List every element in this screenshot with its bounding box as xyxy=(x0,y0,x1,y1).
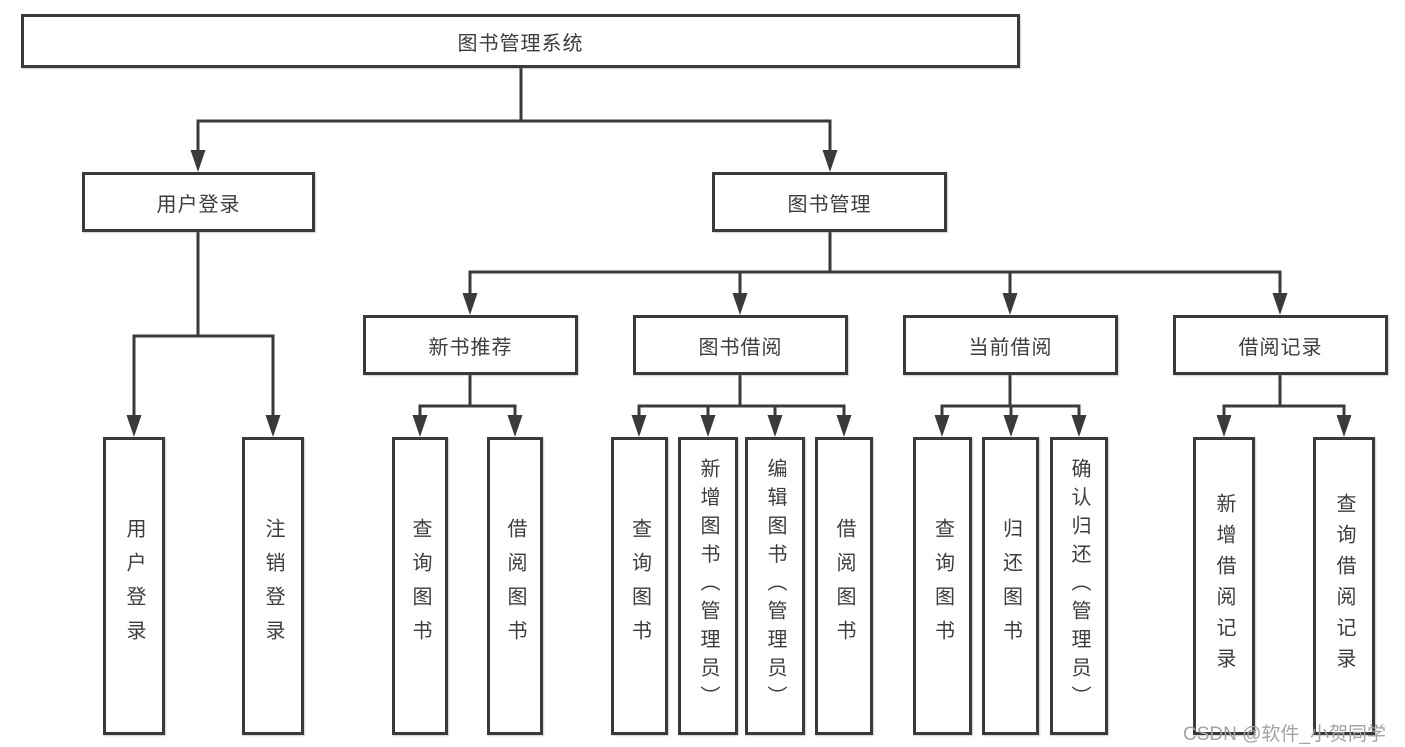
arrowheads xyxy=(126,150,1352,437)
leaf-borrow-query-books: 查询图书 xyxy=(611,437,668,735)
leaf-borrow-add-books-admin: 新增图书（管理员） xyxy=(678,437,738,735)
leaf-current-return-books: 归还图书 xyxy=(982,437,1039,735)
leaf-borrow-query-books-label: 查询图书 xyxy=(628,518,651,654)
node-current-borrow-label: 当前借阅 xyxy=(968,336,1053,359)
leaf-newbook-query-books: 查询图书 xyxy=(392,437,448,735)
leaf-records-add-record-label: 新增借阅记录 xyxy=(1213,493,1235,679)
leaf-newbook-query-books-label: 查询图书 xyxy=(409,518,431,654)
leaf-current-confirm-return-admin-label: 确认归还（管理员） xyxy=(1068,458,1090,714)
node-book-borrow: 图书借阅 xyxy=(633,315,848,375)
node-current-borrow: 当前借阅 xyxy=(903,315,1118,375)
leaf-borrow-edit-books-admin-label: 编辑图书（管理员） xyxy=(764,458,786,714)
leaf-logout-label: 注销登录 xyxy=(262,518,284,654)
leaf-user-login-label: 用户登录 xyxy=(123,518,145,654)
leaf-current-query-books: 查询图书 xyxy=(913,437,972,735)
leaf-records-query-record: 查询借阅记录 xyxy=(1313,437,1375,735)
node-book-borrow-label: 图书借阅 xyxy=(698,336,783,359)
node-borrow-records-label: 借阅记录 xyxy=(1238,336,1323,359)
leaf-newbook-borrow-books-label: 借阅图书 xyxy=(504,518,526,654)
leaf-records-query-record-label: 查询借阅记录 xyxy=(1333,493,1355,679)
node-user-login: 用户登录 xyxy=(82,172,315,232)
node-root: 图书管理系统 xyxy=(21,14,1020,68)
leaf-current-return-books-label: 归还图书 xyxy=(999,518,1022,654)
leaf-logout: 注销登录 xyxy=(242,437,304,735)
node-book-management: 图书管理 xyxy=(712,172,947,232)
node-new-book-recommend-label: 新书推荐 xyxy=(428,336,513,359)
node-book-management-label: 图书管理 xyxy=(787,193,872,216)
leaf-borrow-edit-books-admin: 编辑图书（管理员） xyxy=(745,437,805,735)
leaf-user-login: 用户登录 xyxy=(103,437,165,735)
leaf-current-query-books-label: 查询图书 xyxy=(931,518,954,654)
leaf-borrow-add-books-admin-label: 新增图书（管理员） xyxy=(697,458,719,714)
leaf-borrow-borrow-books-label: 借阅图书 xyxy=(833,518,855,654)
leaf-newbook-borrow-books: 借阅图书 xyxy=(487,437,543,735)
node-root-label: 图书管理系统 xyxy=(457,32,584,55)
node-new-book-recommend: 新书推荐 xyxy=(363,315,578,375)
leaf-current-confirm-return-admin: 确认归还（管理员） xyxy=(1050,437,1108,735)
leaf-borrow-borrow-books: 借阅图书 xyxy=(815,437,873,735)
node-user-login-label: 用户登录 xyxy=(156,193,241,216)
leaf-records-add-record: 新增借阅记录 xyxy=(1193,437,1255,735)
csdn-watermark: CSDN @软件_小贺同学 xyxy=(1183,724,1386,745)
node-borrow-records: 借阅记录 xyxy=(1173,315,1388,375)
